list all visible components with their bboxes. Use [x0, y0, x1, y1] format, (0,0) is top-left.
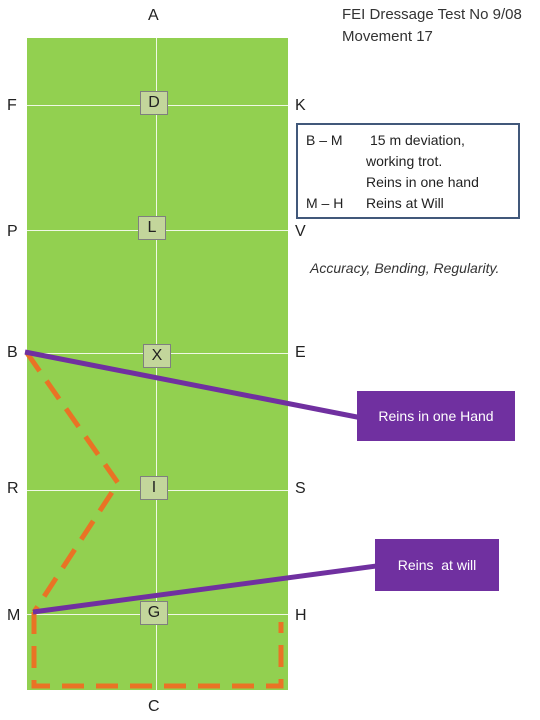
instructions-box: B – M 15 m deviation, working trot. Rein…: [296, 123, 520, 219]
letter-c: C: [148, 698, 160, 715]
instruction-deviation: 15 m deviation,: [370, 132, 465, 148]
letter-p: P: [7, 223, 18, 240]
marker-i: I: [140, 476, 168, 500]
judging-criteria: Accuracy, Bending, Regularity.: [310, 260, 500, 276]
callout-reins-at-will-label: Reins at will: [397, 557, 477, 573]
corner-path: [31, 612, 284, 689]
marker-l: L: [138, 216, 166, 240]
test-name: FEI Dressage Test No 9/08: [342, 6, 522, 23]
callout-reins-one-hand: Reins in one Hand: [357, 391, 515, 441]
movement-number: Movement 17: [342, 28, 433, 45]
letter-s: S: [295, 480, 306, 497]
letter-b: B: [7, 344, 18, 361]
instruction-code-b-m: B – M: [306, 132, 343, 148]
letter-v: V: [295, 223, 306, 240]
letter-e: E: [295, 344, 306, 361]
marker-x: X: [143, 344, 171, 368]
letter-a: A: [148, 7, 159, 24]
deviation-path: [24, 351, 122, 614]
at-will-pointer: [32, 562, 385, 615]
callout-reins-one-hand-label: Reins in one Hand: [378, 408, 494, 424]
instruction-reins-one-hand: Reins in one hand: [366, 174, 479, 190]
callout-reins-at-will: Reins at will: [375, 539, 499, 591]
letter-f: F: [7, 97, 17, 114]
marker-g: G: [140, 601, 168, 625]
test-title: FEI Dressage Test No 9/08 Movement 17: [342, 4, 538, 48]
one-hand-pointer: [24, 349, 363, 421]
letter-k: K: [295, 97, 306, 114]
letter-h: H: [295, 607, 307, 624]
letter-m: M: [7, 607, 21, 624]
letter-r: R: [7, 480, 19, 497]
instruction-code-m-h: M – H: [306, 195, 344, 211]
instruction-gait: working trot.: [366, 153, 443, 169]
marker-d: D: [140, 91, 168, 115]
instruction-reins-at-will: Reins at Will: [366, 195, 444, 211]
